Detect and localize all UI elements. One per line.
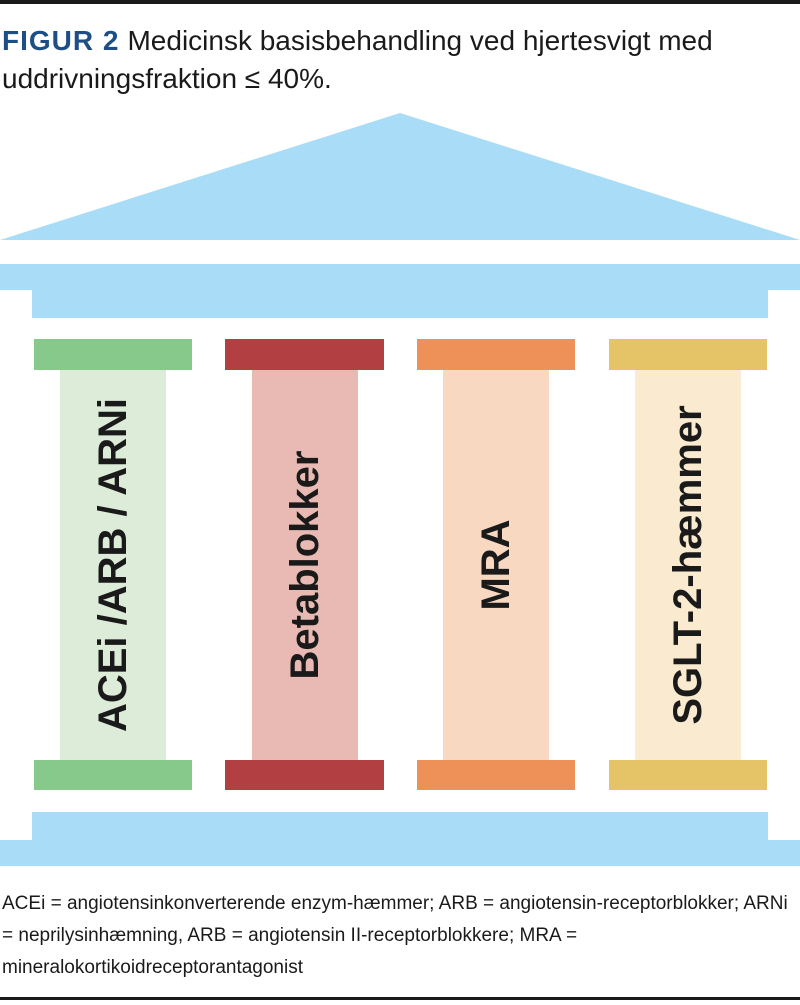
pillar-capital — [225, 339, 384, 370]
architrave — [0, 264, 800, 318]
pillar-shaft — [635, 370, 741, 760]
temple-diagram — [0, 113, 800, 866]
bottom-rule — [0, 997, 800, 1000]
pillar-shaft — [252, 370, 358, 760]
pillar-base-block — [225, 760, 384, 790]
figure-title-text: Medicinsk basisbehandling ved hjertesvig… — [2, 25, 713, 94]
pillar-label-mra: MRA — [474, 519, 518, 611]
pillar-sglt2 — [609, 339, 767, 790]
temple-base — [0, 812, 800, 866]
pillar-label-sglt2: SGLT-2-hæmmer — [666, 405, 710, 725]
pillar-betablokker — [225, 339, 384, 790]
figure-label: FIGUR 2 — [2, 25, 120, 56]
pillar-label-betablokker: Betablokker — [283, 450, 327, 680]
pillar-label-acei-arb-arni: ACEi /ARB / ARNi — [91, 397, 135, 733]
pillar-shaft — [60, 370, 166, 760]
roof-pediment — [0, 113, 800, 240]
top-rule — [0, 0, 800, 4]
abbreviation-footnote: ACEi = angiotensinkonverterende enzym-hæ… — [2, 893, 788, 978]
pillar-capital — [34, 339, 192, 370]
pillar-capital — [417, 339, 575, 370]
pillar-base-block — [609, 760, 767, 790]
pillar-shaft — [443, 370, 549, 760]
pillar-acei-arb-arni — [34, 339, 192, 790]
pillar-mra — [417, 339, 575, 790]
pillar-base-block — [417, 760, 575, 790]
pillar-base-block — [34, 760, 192, 790]
pillar-capital — [609, 339, 767, 370]
